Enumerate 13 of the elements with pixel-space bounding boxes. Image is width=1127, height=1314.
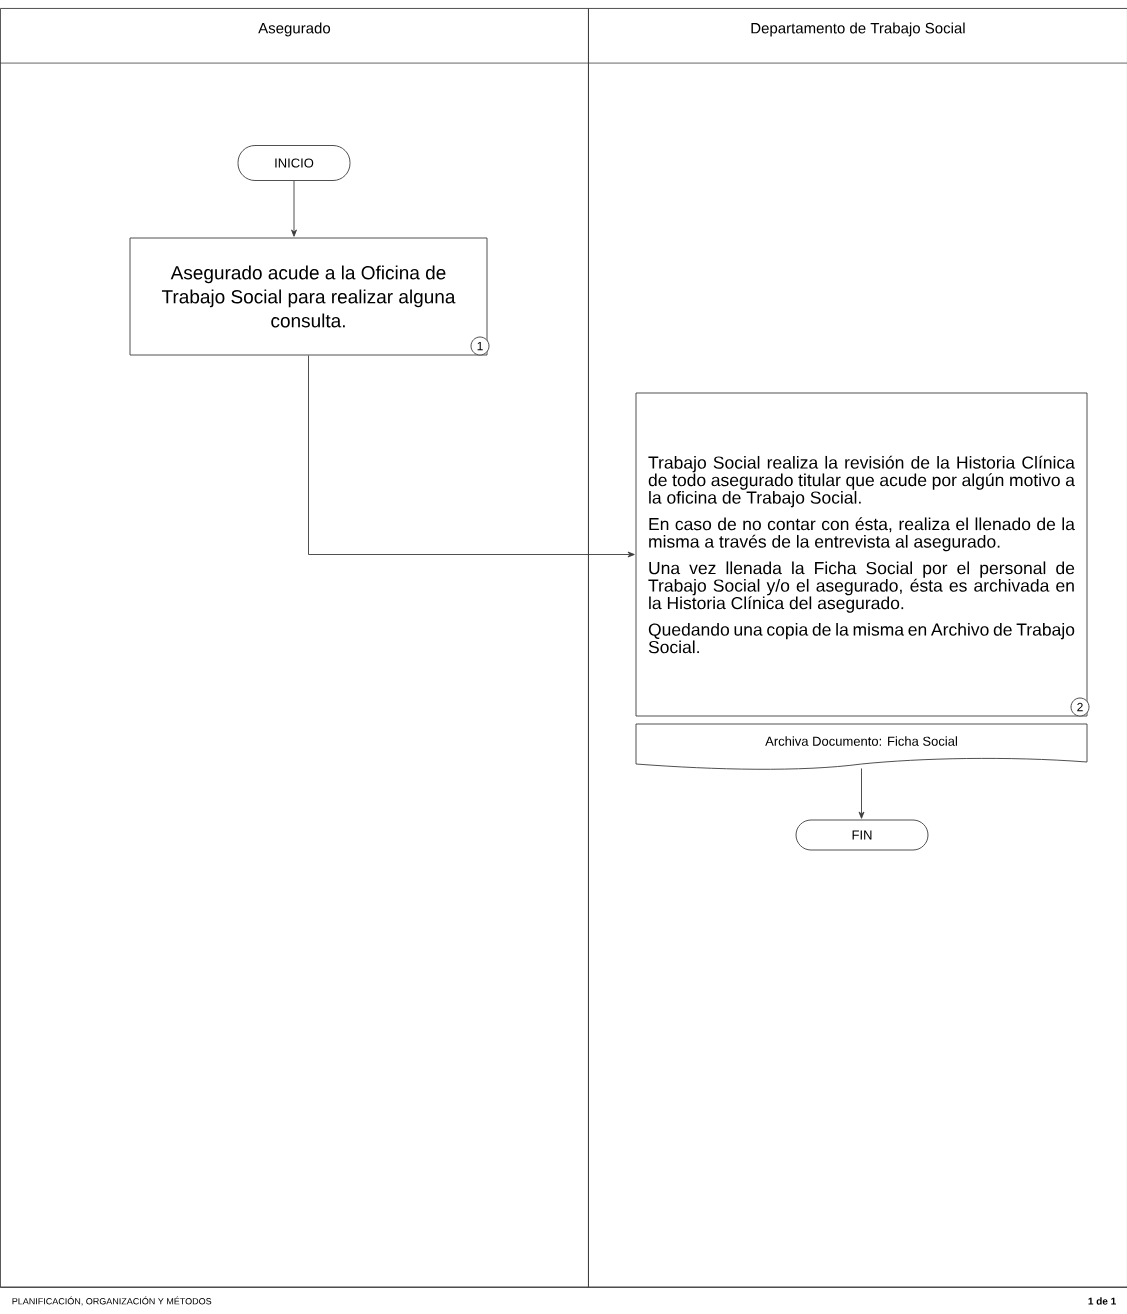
callout-number: 2	[1070, 697, 1090, 717]
terminator: FIN	[795, 819, 929, 851]
node-label: Trabajo Social realiza la revisión de la Historia Clínica de todo asegurado titular que acude por algún motivo a la oficina de Trabajo Social.	[648, 455, 1075, 508]
page-number: 1 de 1	[1088, 1297, 1116, 1305]
node-label: Una vez llenada la Ficha Social por el personal de Trabajo Social y/o el asegurado, ésta es archivada en la Historia Clínica del asegurado.	[648, 561, 1075, 613]
callout-number: 1	[470, 336, 490, 356]
node-label: Quedando una copia de la misma en Archivo de Trabajo Social.	[648, 622, 1075, 654]
arrow	[308, 355, 635, 558]
arrow	[858, 768, 865, 819]
terminator: INICIO	[237, 145, 351, 181]
arrow	[291, 180, 297, 237]
node-label: En caso de no contar con ésta, realiza el llenado de la misma a través de la entrevista al asegurado.	[649, 517, 1075, 552]
footer-text: PLANIFICACIÓN, ORGANIZACIÓN Y MÉTODOS	[12, 1296, 212, 1306]
